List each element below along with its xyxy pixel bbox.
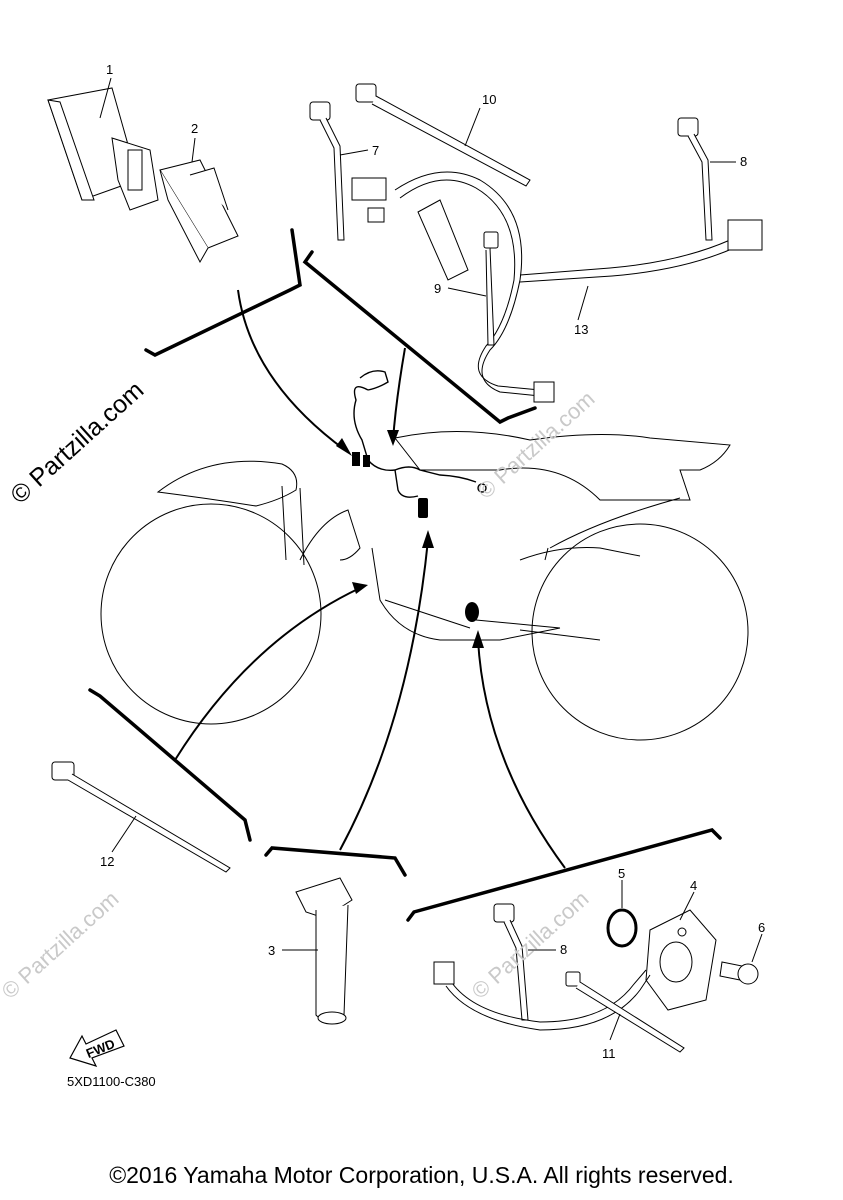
rear-wheel [531,523,749,741]
fuel-tank [394,431,731,501]
arrow-heads [336,430,484,648]
swingarm [519,547,641,641]
lower-harness [433,961,651,1031]
group-brackets [88,228,722,922]
callout-7: 7 [372,143,379,158]
rear-frame [544,497,681,561]
bracket-sensor [406,828,722,922]
part-5-o-ring [606,908,638,948]
callout-4: 4 [690,878,697,893]
coil-on-bike [418,498,428,518]
part-11-band [565,971,685,1053]
part-9-band [483,231,499,346]
frame-line [371,547,561,641]
callout-1: 1 [106,62,113,77]
watermark-main: © Partzilla.com [5,376,149,510]
watermark-faint-2: © Partzilla.com [0,886,124,1004]
callout-8-top: 8 [740,154,747,169]
bracket-tie [88,688,252,842]
callout-12: 12 [100,854,114,869]
callout-8-bottom: 8 [560,942,567,957]
bracket-harness [302,250,537,425]
part-10-band [355,83,531,187]
fork [281,485,305,566]
copyright-notice: ©2016 Yamaha Motor Corporation, U.S.A. A… [109,1162,734,1188]
callout-5: 5 [618,866,625,881]
watermark-faint-1: © Partzilla.com [473,386,600,504]
fwd-arrow-icon [69,1029,125,1067]
part-8-band-top [677,117,713,241]
connector-on-bike [363,455,370,467]
diagram-code: 5XD1100-C380 [67,1074,156,1089]
bracket-ecu [144,228,302,357]
fwd-label: FWD [84,1036,117,1061]
bracket-coil [264,846,407,877]
part-3-ignition-coil [295,877,353,1025]
radiator-shroud [299,509,361,561]
callout-3: 3 [268,943,275,958]
part-4-sensor [645,909,717,1011]
part-12-band-long [51,761,231,873]
part-6-bolt [719,961,759,985]
part-2-coupler [159,159,239,264]
callout-10: 10 [482,92,496,107]
callout-13: 13 [574,322,588,337]
callout-numbers: 1 2 3 4 5 6 7 8 8 9 10 11 12 13 [100,62,765,1061]
part-7-band [309,101,345,241]
part-13-wire-harness [351,171,763,403]
leader-arrows [174,289,566,869]
bike-wiring [353,370,487,498]
sensor-on-bike [465,602,479,622]
callout-9: 9 [434,281,441,296]
callout-11: 11 [602,1046,616,1061]
motorcycle-outline [100,431,749,741]
front-wheel [100,503,322,725]
ecu-on-bike [352,452,360,466]
callout-6: 6 [758,920,765,935]
part-1-ecu [47,87,159,211]
callout-2: 2 [191,121,198,136]
front-fender [156,460,298,507]
